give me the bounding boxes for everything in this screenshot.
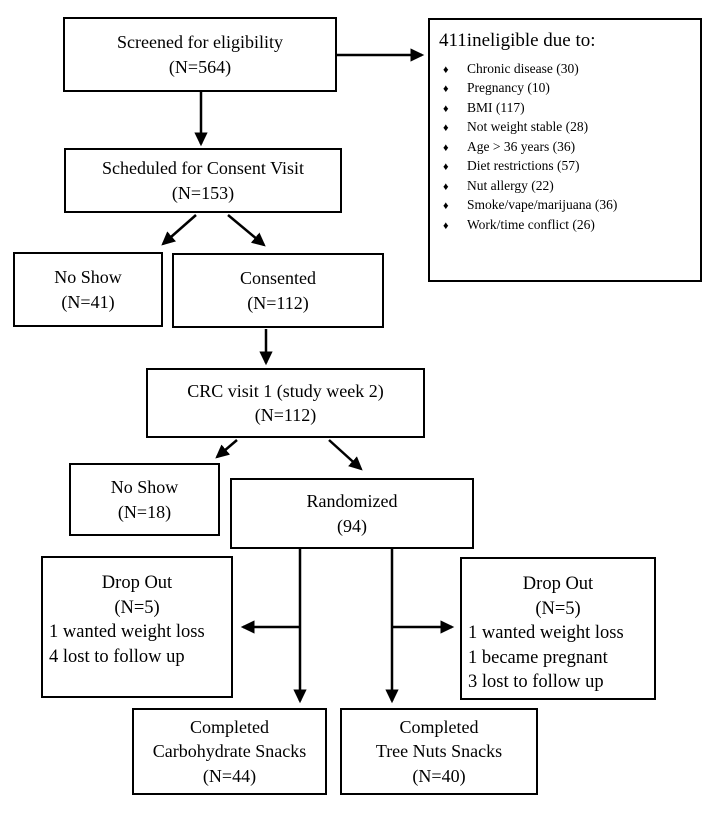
list-item-label: Smoke/vape/marijuana (36): [467, 197, 618, 213]
drop-out-reason: 1 became pregnant: [468, 647, 608, 668]
node-crc-visit-1: CRC visit 1 (study week 2) (N=112): [146, 368, 425, 438]
node-count: (N=153): [171, 182, 235, 203]
node-scheduled-consent-visit: Scheduled for Consent Visit (N=153): [64, 148, 342, 213]
node-label: No Show: [54, 267, 122, 288]
list-item: ♦ Not weight stable (28): [438, 118, 694, 138]
list-item-label: BMI (117): [467, 99, 525, 115]
diamond-bullet-icon: ♦: [443, 219, 449, 232]
node-count: (N=5): [535, 598, 581, 619]
node-count: (N=40): [412, 765, 466, 786]
node-label: Tree Nuts Snacks: [375, 741, 503, 762]
node-label: Screened for eligibility: [117, 32, 283, 53]
list-item-label: Chronic disease (30): [467, 60, 579, 76]
diamond-bullet-icon: ♦: [443, 141, 449, 154]
list-item: ♦ Pregnancy (10): [438, 79, 694, 99]
node-drop-out-left: Drop Out (N=5) 1 wanted weight loss 4 lo…: [41, 556, 233, 698]
node-label: Completed: [190, 717, 269, 738]
node-count: (94): [337, 515, 367, 536]
arrow-scheduled-to-consented: [227, 214, 266, 247]
list-item: ♦ Work/time conflict (26): [438, 216, 694, 236]
arrow-scheduled-to-no-show-1: [161, 214, 197, 246]
node-label: Carbohydrate Snacks: [152, 741, 307, 762]
diamond-bullet-icon: ♦: [443, 180, 449, 193]
list-item: ♦ Age > 36 years (36): [438, 138, 694, 158]
node-label: Completed: [399, 717, 479, 738]
node-label: Scheduled for Consent Visit: [101, 158, 305, 179]
drop-out-reason: 1 wanted weight loss: [468, 623, 624, 644]
node-count: (N=112): [247, 292, 309, 313]
diamond-bullet-icon: ♦: [443, 122, 449, 135]
node-label: Drop Out: [101, 573, 173, 593]
node-ineligible: 411ineligible due to: ♦ Chronic disease …: [428, 18, 702, 282]
list-item-label: Work/time conflict (26): [467, 216, 595, 232]
arrow-crc-to-no-show-2: [215, 439, 238, 459]
node-completed-tree-nuts-snacks: Completed Tree Nuts Snacks (N=40): [340, 708, 538, 795]
list-item: ♦ Chronic disease (30): [438, 60, 694, 80]
list-item-label: Age > 36 years (36): [467, 138, 576, 154]
node-screened: Screened for eligibility (N=564): [63, 17, 337, 92]
diamond-bullet-icon: ♦: [443, 102, 449, 115]
node-no-show-1: No Show (N=41): [13, 252, 163, 327]
drop-out-reason: 1 wanted weight loss: [49, 622, 205, 643]
node-count: (N=5): [114, 597, 160, 618]
drop-out-reason: 4 lost to follow up: [49, 646, 185, 667]
drop-out-reason: 3 lost to follow up: [468, 672, 604, 693]
list-item: ♦ Diet restrictions (57): [438, 157, 694, 177]
node-label: Randomized: [306, 491, 398, 512]
diamond-bullet-icon: ♦: [443, 200, 449, 213]
list-item-label: Pregnancy (10): [467, 80, 550, 96]
diamond-bullet-icon: ♦: [443, 161, 449, 174]
list-item-label: Nut allergy (22): [467, 177, 554, 193]
node-label: No Show: [110, 477, 179, 498]
node-count: (N=564): [168, 56, 232, 77]
node-no-show-2: No Show (N=18): [69, 463, 220, 536]
node-count: (N=112): [254, 405, 317, 425]
node-label: CRC visit 1 (study week 2): [187, 380, 384, 401]
node-count: (N=44): [202, 765, 257, 786]
node-label: Drop Out: [522, 574, 594, 594]
ineligible-heading: 411ineligible due to:: [439, 30, 596, 51]
node-randomized: Randomized (94): [230, 478, 474, 549]
list-item: ♦ BMI (117): [438, 99, 694, 119]
node-label: Consented: [240, 268, 316, 289]
node-completed-carbohydrate-snacks: Completed Carbohydrate Snacks (N=44): [132, 708, 327, 795]
list-item-label: Not weight stable (28): [467, 119, 589, 135]
node-count: (N=41): [61, 291, 115, 312]
list-item: ♦ Smoke/vape/marijuana (36): [438, 196, 694, 216]
diamond-bullet-icon: ♦: [443, 83, 449, 96]
node-count: (N=18): [117, 501, 172, 522]
arrow-crc-to-randomized: [328, 439, 363, 471]
node-consented: Consented (N=112): [172, 253, 384, 328]
diamond-bullet-icon: ♦: [443, 63, 449, 76]
list-item-label: Diet restrictions (57): [467, 158, 580, 174]
list-item: ♦ Nut allergy (22): [438, 177, 694, 197]
node-drop-out-right: Drop Out (N=5) 1 wanted weight loss 1 be…: [460, 557, 656, 700]
